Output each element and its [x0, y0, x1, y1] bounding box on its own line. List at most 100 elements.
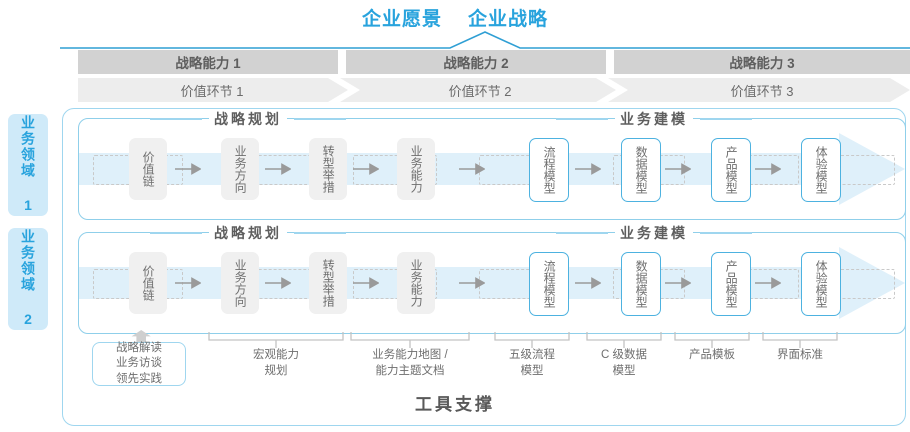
node-product-model-2[interactable]: 产品模型 [711, 252, 751, 316]
placeholder-dashed-1g [839, 155, 895, 185]
section-caption-planning-1: 战略规划 [150, 109, 346, 129]
domain-label-1: 业务领域 1 [8, 114, 48, 216]
node-business-direction-1[interactable]: 业务方向 [221, 138, 259, 200]
capability-label-2: 战略能力 2 [443, 56, 509, 71]
capability-band-2: 战略能力 2 [346, 50, 606, 74]
caption-line-right [700, 118, 752, 120]
flow-arrow-background-1-icon [79, 133, 905, 205]
node-product-model-1[interactable]: 产品模型 [711, 138, 751, 202]
bracket-connector-2-icon [350, 332, 470, 348]
node-label: 价值链 [141, 151, 156, 187]
value-chain-strip [78, 78, 910, 102]
flow-arrow-1d-icon [459, 163, 485, 175]
header-titles: 企业愿景 企业战略 [0, 4, 910, 30]
caption-line-right [294, 232, 346, 234]
node-data-model-2[interactable]: 数据模型 [621, 252, 661, 316]
node-label: 转型举措 [321, 259, 336, 307]
node-label: 数据模型 [634, 260, 649, 308]
node-label: 流程模型 [542, 146, 557, 194]
section-title-planning: 战略规划 [209, 109, 287, 129]
node-business-capability-1[interactable]: 业务能力 [397, 138, 435, 200]
section-caption-planning-2: 战略规划 [150, 223, 346, 243]
node-business-capability-2[interactable]: 业务能力 [397, 252, 435, 314]
node-label: 业务方向 [233, 259, 248, 307]
placeholder-dashed-2g [839, 269, 895, 299]
flow-arrow-1c-icon [353, 163, 379, 175]
capability-band-1: 战略能力 1 [78, 50, 338, 74]
flow-arrow-2d-icon [459, 277, 485, 289]
flow-arrow-2c-icon [353, 277, 379, 289]
node-business-direction-2[interactable]: 业务方向 [221, 252, 259, 314]
node-label: 业务方向 [233, 145, 248, 193]
section-title-modeling: 业务建模 [615, 109, 693, 129]
node-label: 转型举措 [321, 145, 336, 193]
node-process-model-1[interactable]: 流程模型 [529, 138, 569, 202]
section-title-modeling: 业务建模 [615, 223, 693, 243]
tool-label-strategy-interpretation[interactable]: 战略解读 业务访谈 领先实践 [92, 342, 186, 386]
domain-label-2: 业务领域 2 [8, 228, 48, 330]
node-label: 流程模型 [542, 260, 557, 308]
node-experience-model-1[interactable]: 体验模型 [801, 138, 841, 202]
tool-support-title: 工具支撑 [415, 395, 495, 414]
node-data-model-1[interactable]: 数据模型 [621, 138, 661, 202]
domain-label-2-text: 业务领域 2 [20, 229, 36, 329]
placeholder-dashed-1c [353, 155, 437, 185]
node-value-chain-2[interactable]: 价值链 [129, 252, 167, 314]
placeholder-dashed-2c [353, 269, 437, 299]
capability-label-1: 战略能力 1 [175, 56, 241, 71]
caption-line-right [294, 118, 346, 120]
caption-line-left [556, 118, 608, 120]
flow-arrow-1e-icon [575, 163, 601, 175]
section-caption-modeling-2: 业务建模 [556, 223, 752, 243]
flow-arrow-2g-icon [755, 277, 781, 289]
value-chain-seg-1: 价值环节 1 [78, 78, 346, 102]
chevron-end-icon [890, 78, 910, 102]
bracket-connector-3-icon [494, 332, 570, 348]
node-experience-model-2[interactable]: 体验模型 [801, 252, 841, 316]
node-label: 价值链 [141, 265, 156, 301]
domain-row-2: 价值链 业务方向 转型举措 业务能力 流程模型 数据模型 产品模型 体验模型 [78, 232, 906, 334]
caption-line-right [700, 232, 752, 234]
value-chain-seg-3: 价值环节 3 [614, 78, 910, 102]
caption-line-left [556, 232, 608, 234]
node-label: 体验模型 [814, 146, 829, 194]
node-process-model-2[interactable]: 流程模型 [529, 252, 569, 316]
bracket-connector-1-icon [208, 332, 344, 348]
node-label: 数据模型 [634, 146, 649, 194]
flow-arrow-1a-icon [175, 163, 201, 175]
value-chain-label-2: 价值环节 2 [448, 83, 512, 99]
tool-label-ui-standard: 界面标准 [777, 349, 823, 361]
value-chain-row: 价值环节 1 价值环节 2 价值环节 3 [78, 78, 910, 102]
node-label: 体验模型 [814, 260, 829, 308]
bracket-connector-5-icon [674, 332, 750, 348]
caption-line-left [150, 118, 202, 120]
flow-arrow-1f-icon [665, 163, 691, 175]
flow-arrow-1b-icon [265, 163, 291, 175]
domain-row-1: 价值链 业务方向 转型举措 业务能力 流程模型 数据模型 产品模型 体验模型 [78, 118, 906, 220]
chevron-divider-2-icon [596, 78, 628, 102]
node-label: 产品模型 [724, 260, 739, 308]
bracket-connector-6-icon [762, 332, 838, 348]
capability-label-3: 战略能力 3 [729, 56, 795, 71]
value-chain-label-1: 价值环节 1 [180, 83, 244, 99]
node-value-chain-1[interactable]: 价值链 [129, 138, 167, 200]
tool-label-capability-map: 业务能力地图 / 能力主题文档 [372, 349, 448, 377]
flow-arrow-background-2-icon [79, 247, 905, 319]
domain-label-1-text: 业务领域 1 [20, 115, 36, 215]
chevron-divider-1-icon [328, 78, 360, 102]
tool-label-five-level-process: 五级流程 模型 [509, 349, 555, 377]
node-transformation-1[interactable]: 转型举措 [309, 138, 347, 200]
tool-label-c-level-data: C 级数据 模型 [601, 349, 647, 377]
flow-arrow-2f-icon [665, 277, 691, 289]
node-transformation-2[interactable]: 转型举措 [309, 252, 347, 314]
flow-arrow-1g-icon [755, 163, 781, 175]
node-label: 产品模型 [724, 146, 739, 194]
peak-connector-line [60, 31, 910, 49]
enterprise-strategy-title: 企业战略 [468, 8, 549, 30]
section-title-planning: 战略规划 [209, 223, 287, 243]
node-label: 业务能力 [409, 259, 424, 307]
flow-arrow-2e-icon [575, 277, 601, 289]
enterprise-vision-title: 企业愿景 [361, 8, 442, 30]
section-caption-modeling-1: 业务建模 [556, 109, 752, 129]
capability-band-3: 战略能力 3 [614, 50, 910, 74]
